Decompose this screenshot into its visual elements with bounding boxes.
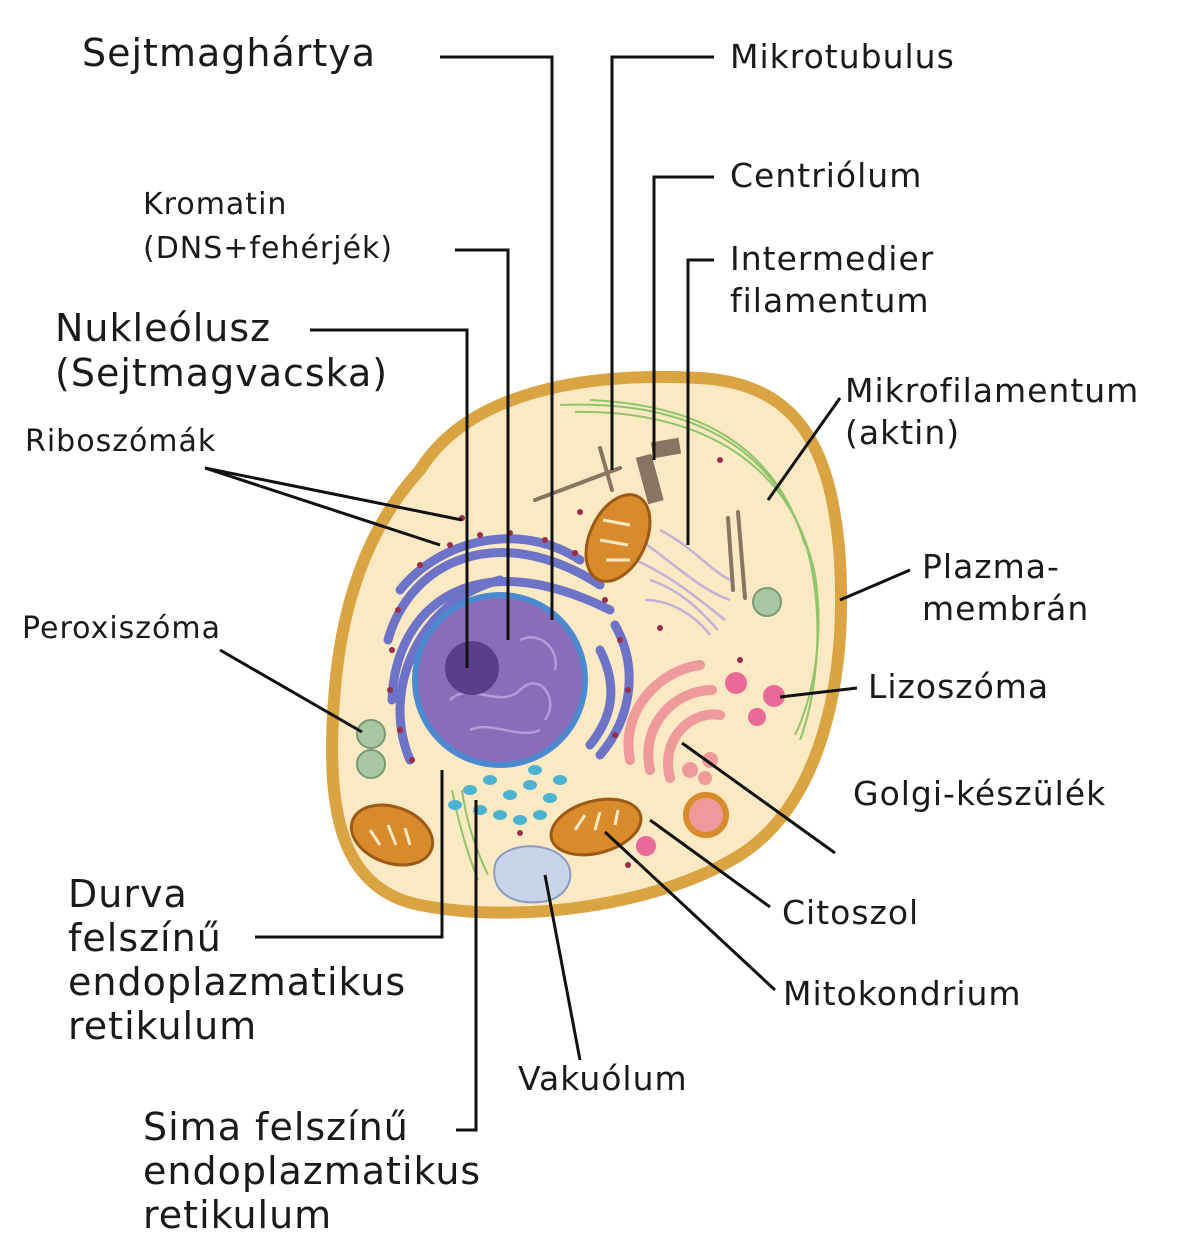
- label-intermedier-line2: filamentum: [730, 282, 930, 320]
- label-durva-er-line2: felszínű: [68, 917, 222, 961]
- label-nukleolusz-line2: (Sejtmagvacska): [55, 352, 388, 396]
- label-sima-er-line1: Sima felszínű: [143, 1106, 409, 1150]
- label-mikrofilamentum-line2: (aktin): [845, 414, 960, 452]
- label-golgi: Golgi-készülék: [853, 775, 1106, 813]
- label-mikrofilamentum-line1: Mikrofilamentum: [845, 372, 1139, 410]
- label-plazmamembran-line2: membrán: [922, 590, 1089, 628]
- label-lizoszoma: Lizoszóma: [868, 668, 1049, 706]
- label-kromatin-line2: (DNS+fehérjék): [143, 232, 393, 267]
- label-plazmamembran-line1: Plazma-: [922, 548, 1060, 586]
- nucleolus: [445, 641, 499, 695]
- label-durva-er-line4: retikulum: [68, 1005, 257, 1049]
- label-durva-er-line1: Durva: [68, 873, 188, 917]
- label-centriolum: Centriólum: [730, 157, 922, 195]
- label-durva-er-line3: endoplazmatikus: [68, 961, 406, 1005]
- label-peroxiszoma: Peroxiszóma: [22, 612, 221, 647]
- vacuole: [494, 846, 570, 902]
- label-citoszol: Citoszol: [782, 894, 919, 932]
- label-sima-er-line3: retikulum: [143, 1194, 332, 1238]
- label-intermedier-line1: Intermedier: [730, 240, 934, 278]
- label-riboszomak: Riboszómák: [25, 425, 216, 460]
- secretory-vesicle: [686, 795, 726, 835]
- label-sejtmaghartya: Sejtmaghártya: [82, 32, 376, 76]
- label-sima-er-line2: endoplazmatikus: [143, 1150, 481, 1194]
- label-mikrotubulus: Mikrotubulus: [730, 38, 955, 76]
- label-mitokondrium: Mitokondrium: [783, 975, 1022, 1013]
- nuclear-envelope: [415, 595, 585, 765]
- label-kromatin-line1: Kromatin: [143, 188, 287, 223]
- label-vakuolum: Vakuólum: [518, 1060, 688, 1098]
- label-nukleolusz-line1: Nukleólusz: [55, 307, 271, 351]
